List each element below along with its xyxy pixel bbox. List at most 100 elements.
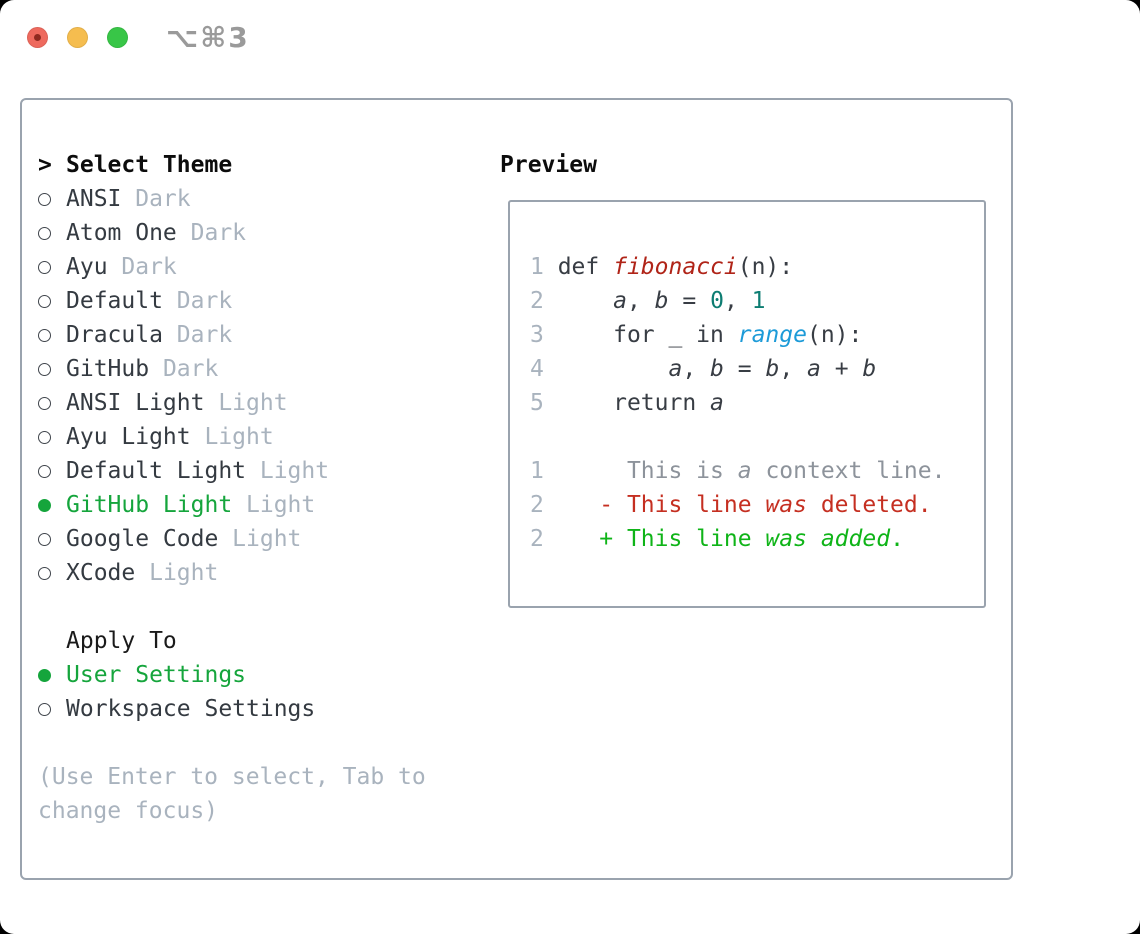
radio-icon bbox=[38, 566, 66, 580]
token-added: + This line bbox=[599, 526, 766, 552]
minimize-button[interactable] bbox=[67, 27, 88, 48]
radio-circle bbox=[38, 260, 51, 274]
token-code: = bbox=[668, 288, 711, 314]
token-code: + bbox=[820, 356, 863, 382]
token-code: , bbox=[626, 288, 655, 314]
radio-circle bbox=[38, 362, 51, 376]
radio-icon bbox=[38, 226, 66, 240]
radio-selected-icon bbox=[38, 668, 66, 682]
token-code bbox=[544, 526, 599, 552]
radio-icon bbox=[38, 532, 66, 546]
preview-line-2: 2 a, b = 0, 1 bbox=[530, 284, 984, 318]
option-label: ANSI bbox=[66, 186, 122, 212]
token-var: a bbox=[807, 356, 821, 382]
radio-circle bbox=[38, 328, 51, 342]
theme-variant: Dark bbox=[135, 186, 191, 212]
token-code: = bbox=[723, 356, 766, 382]
preview-line-4: 4 a, b = b, a + b bbox=[530, 352, 984, 386]
apply-to-header: Apply To bbox=[38, 624, 488, 658]
token-code bbox=[544, 288, 613, 314]
option-label: GitHub Light bbox=[66, 492, 233, 518]
select-theme-header: > Select Theme bbox=[38, 148, 488, 182]
radio-circle bbox=[38, 566, 51, 580]
option-label: Ayu Light bbox=[66, 424, 191, 450]
token-lineno: 2 bbox=[530, 526, 544, 552]
token-code: (n): bbox=[737, 254, 794, 280]
token-code: (n): bbox=[806, 322, 863, 348]
theme-option-github-light[interactable]: GitHub Light Light bbox=[38, 488, 488, 522]
preview-line-5: 5 return a bbox=[530, 386, 984, 420]
preview-line-1: 1 def fibonacci(n): bbox=[530, 250, 984, 284]
option-label: Default Light bbox=[66, 458, 247, 484]
theme-variant: Light bbox=[232, 526, 302, 552]
spacer bbox=[38, 590, 488, 624]
option-label: Workspace Settings bbox=[66, 696, 316, 722]
token-var: a bbox=[668, 356, 683, 382]
token-number: 1 bbox=[751, 288, 766, 314]
token-lineno: 1 bbox=[530, 254, 544, 280]
radio-circle bbox=[38, 226, 51, 240]
token-var: b bbox=[862, 356, 877, 382]
token-func: fibonacci bbox=[613, 254, 738, 280]
token-code bbox=[544, 356, 669, 382]
token-lineno: 1 bbox=[530, 458, 544, 484]
theme-variant: Dark bbox=[176, 322, 233, 348]
radio-circle bbox=[38, 702, 51, 716]
option-label: Atom One bbox=[66, 220, 177, 246]
token-var: a bbox=[613, 288, 627, 314]
titlebar: ⌥⌘3 bbox=[0, 0, 1140, 98]
token-lineno: 4 bbox=[530, 356, 544, 382]
token-deleted_i: was bbox=[765, 492, 807, 518]
token-number: 0 bbox=[710, 288, 724, 314]
radio-circle bbox=[38, 396, 51, 410]
radio-icon bbox=[38, 294, 66, 308]
preview-line-9: 2 + This line was added. bbox=[530, 522, 984, 556]
hint-line-2: change focus) bbox=[38, 798, 219, 824]
preview-line-7: 1 This is a context line. bbox=[530, 454, 984, 488]
apply-option-workspace-settings[interactable]: Workspace Settings bbox=[38, 692, 488, 726]
token-code bbox=[544, 492, 599, 518]
radio-circle bbox=[38, 464, 51, 478]
token-var: b bbox=[765, 356, 780, 382]
radio-circle bbox=[38, 532, 51, 546]
token-added: . bbox=[890, 526, 904, 552]
close-button[interactable] bbox=[27, 27, 48, 48]
token-context: context line. bbox=[751, 458, 946, 484]
token-context_i: a bbox=[737, 458, 752, 484]
zoom-button[interactable] bbox=[107, 27, 128, 48]
token-code: def bbox=[543, 254, 614, 280]
theme-variant: Light bbox=[149, 560, 219, 586]
preview-line-3: 3 for _ in range(n): bbox=[530, 318, 984, 352]
theme-variant: Dark bbox=[176, 288, 233, 314]
hint-line-1: (Use Enter to select, Tab to bbox=[38, 764, 426, 790]
token-builtin: range bbox=[737, 322, 807, 348]
theme-option-ansi[interactable]: ANSI Dark bbox=[38, 182, 488, 216]
theme-variant: Light bbox=[246, 492, 316, 518]
token-code: , bbox=[779, 356, 808, 382]
preview-title: Preview bbox=[500, 152, 597, 178]
radio-circle bbox=[38, 498, 51, 512]
token-var: a bbox=[710, 390, 724, 416]
token-lineno: 3 bbox=[530, 322, 544, 348]
token-added bbox=[807, 526, 821, 552]
apply-option-user-settings[interactable]: User Settings bbox=[38, 658, 488, 692]
theme-variant: Light bbox=[218, 390, 288, 416]
token-deleted: - This line bbox=[599, 492, 766, 518]
theme-variant: Dark bbox=[162, 356, 219, 382]
token-code: return bbox=[543, 390, 711, 416]
radio-circle bbox=[38, 294, 51, 308]
token-deleted: deleted. bbox=[806, 492, 932, 518]
